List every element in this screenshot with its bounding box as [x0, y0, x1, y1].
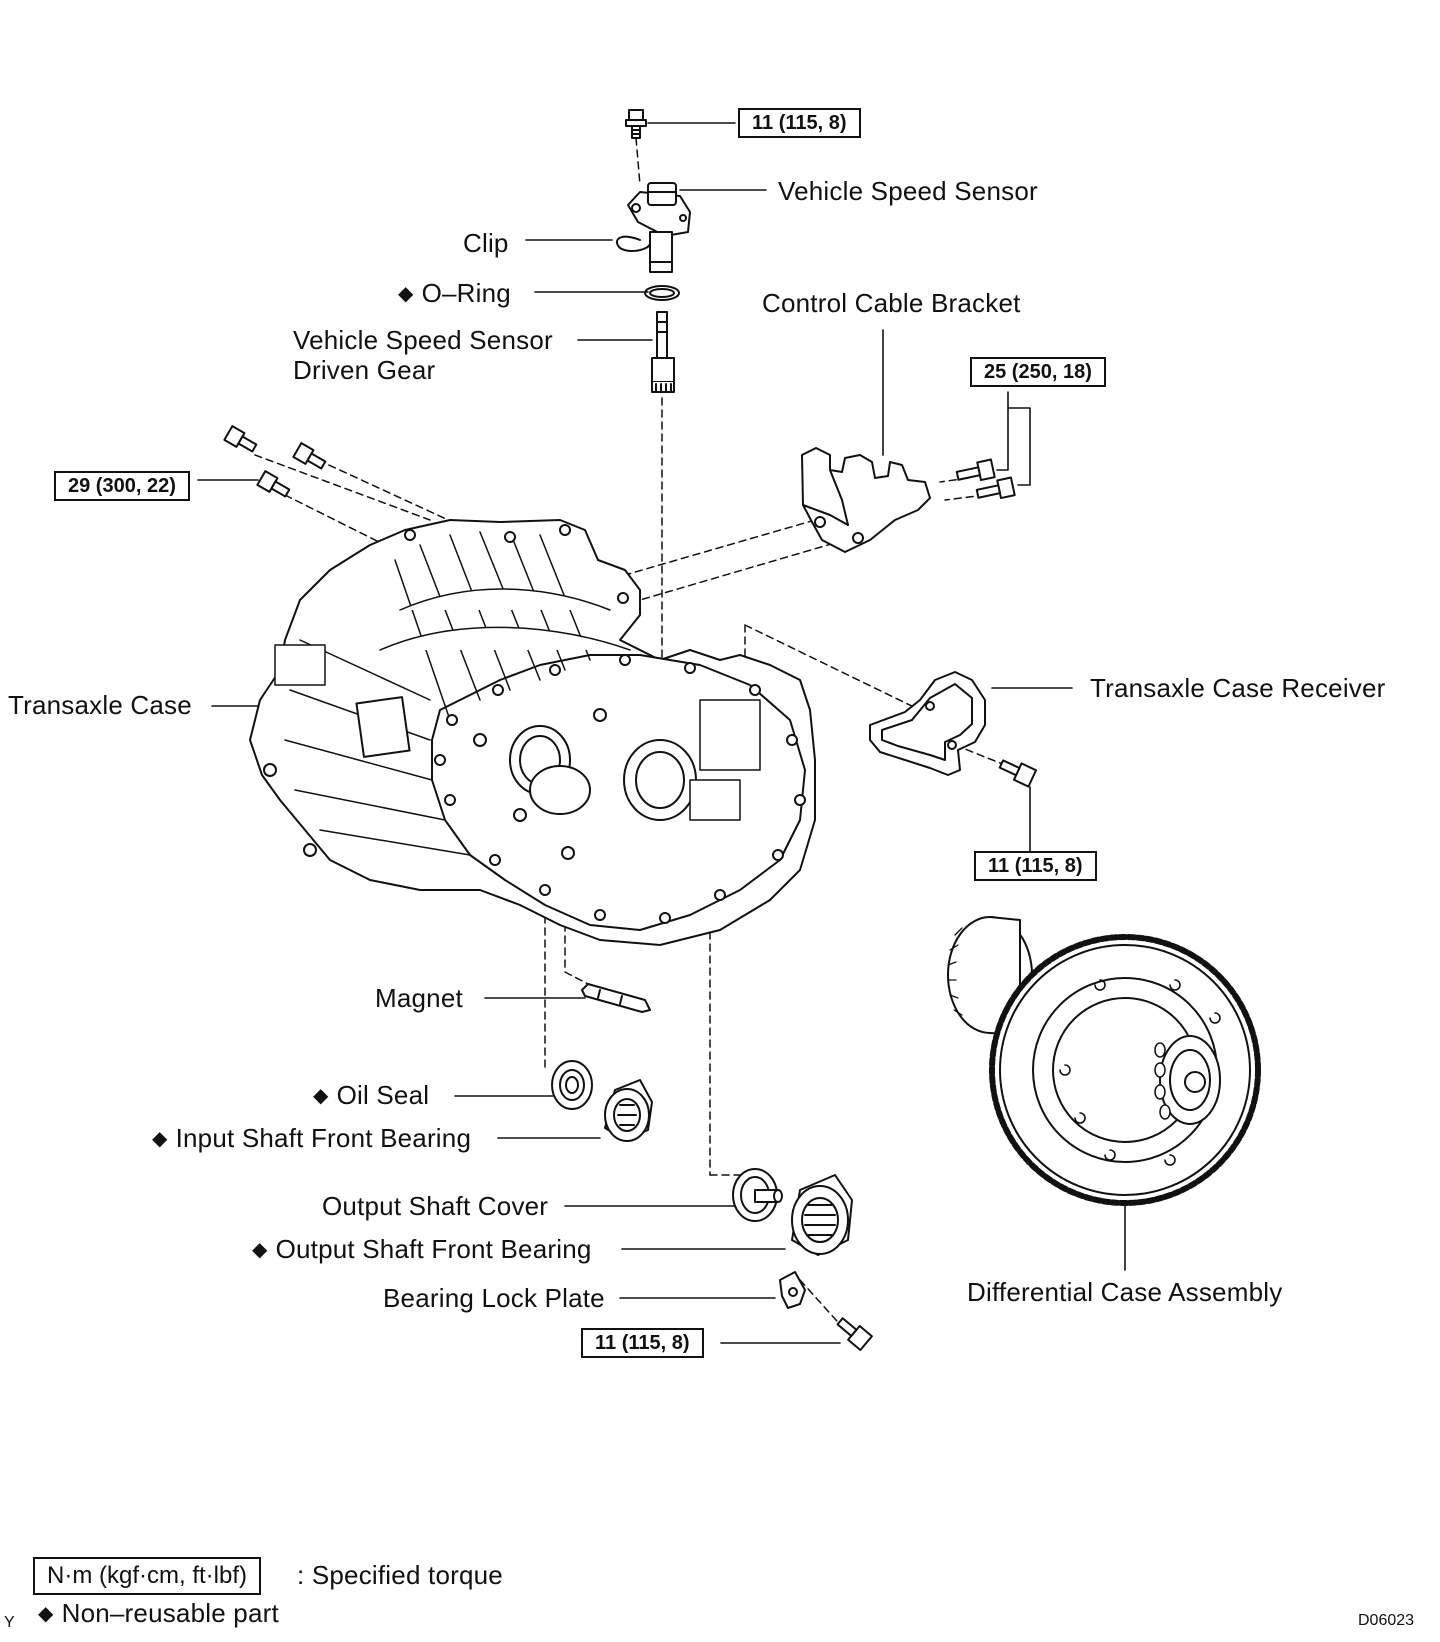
transaxle-case-receiver-part — [869, 671, 986, 776]
label-bearing-lock-plate: Bearing Lock Plate — [383, 1283, 605, 1313]
differential-case-part — [947, 916, 1261, 1206]
label-o-ring-text: O–Ring — [421, 278, 511, 308]
leader-lines — [197, 122, 1126, 1344]
output-shaft-cover-part — [732, 1168, 783, 1222]
label-transaxle-case: Transaxle Case — [8, 690, 192, 720]
label-control-cable-bracket: Control Cable Bracket — [762, 288, 1021, 318]
label-oil-seal-text: Oil Seal — [336, 1080, 430, 1110]
legend-torque-unit: N·m (kgf·cm, ft·lbf) — [33, 1557, 261, 1595]
sensor-bolt — [625, 109, 647, 139]
label-o-ring: ◆ O–Ring — [398, 278, 511, 311]
nonreusable-diamond-icon: ◆ — [38, 1603, 54, 1625]
bracket-bolts — [955, 458, 1016, 500]
label-output-shaft-front-bearing-text: Output Shaft Front Bearing — [275, 1234, 592, 1264]
figure-code: D06023 — [1358, 1612, 1415, 1629]
torque-box-bracket-bolts: 25 (250, 18) — [970, 357, 1106, 387]
nonreusable-diamond-icon: ◆ — [152, 1128, 168, 1150]
legend-torque-desc: : Specified torque — [297, 1560, 503, 1590]
bearing-lock-plate-part — [779, 1271, 806, 1309]
legend-nonreusable-text: Non–reusable part — [61, 1598, 279, 1628]
label-oil-seal: ◆ Oil Seal — [313, 1080, 429, 1113]
label-clip: Clip — [463, 228, 509, 258]
vehicle-speed-sensor-part — [627, 182, 691, 273]
torque-box-case-bolts: 29 (300, 22) — [54, 471, 190, 501]
control-cable-bracket-part — [801, 447, 931, 553]
torque-box-lock-plate-bolt: 11 (115, 8) — [581, 1328, 704, 1358]
label-differential-case-assembly: Differential Case Assembly — [967, 1277, 1283, 1307]
driven-gear-part — [651, 311, 675, 393]
nonreusable-diamond-icon: ◆ — [252, 1239, 268, 1261]
legend-nonreusable: ◆ Non–reusable part — [38, 1598, 279, 1631]
magnet-part — [581, 983, 651, 1013]
o-ring-part — [644, 285, 680, 301]
nonreusable-diamond-icon: ◆ — [398, 283, 414, 305]
label-driven-gear-line2: Driven Gear — [293, 355, 436, 385]
label-driven-gear-line1: Vehicle Speed Sensor — [293, 325, 553, 355]
label-input-shaft-front-bearing: ◆ Input Shaft Front Bearing — [152, 1123, 471, 1156]
label-output-shaft-cover: Output Shaft Cover — [322, 1191, 549, 1221]
clip-part — [615, 235, 651, 252]
case-bolts — [223, 425, 327, 498]
label-vehicle-speed-sensor: Vehicle Speed Sensor — [778, 176, 1038, 206]
label-magnet: Magnet — [375, 983, 463, 1013]
transaxle-case-part — [249, 519, 816, 946]
label-output-shaft-front-bearing: ◆ Output Shaft Front Bearing — [252, 1234, 592, 1267]
receiver-bolt — [998, 759, 1038, 788]
nonreusable-diamond-icon: ◆ — [313, 1085, 329, 1107]
input-shaft-bearing-part — [604, 1079, 653, 1142]
label-input-shaft-front-bearing-text: Input Shaft Front Bearing — [175, 1123, 472, 1153]
corner-mark: Y — [4, 1614, 15, 1631]
oil-seal-part — [551, 1060, 593, 1110]
torque-box-receiver-bolt: 11 (115, 8) — [974, 851, 1097, 881]
lock-plate-bolt — [836, 1317, 873, 1352]
output-shaft-bearing-part — [791, 1174, 853, 1256]
label-transaxle-case-receiver: Transaxle Case Receiver — [1090, 673, 1386, 703]
torque-box-sensor-bolt: 11 (115, 8) — [738, 108, 861, 138]
